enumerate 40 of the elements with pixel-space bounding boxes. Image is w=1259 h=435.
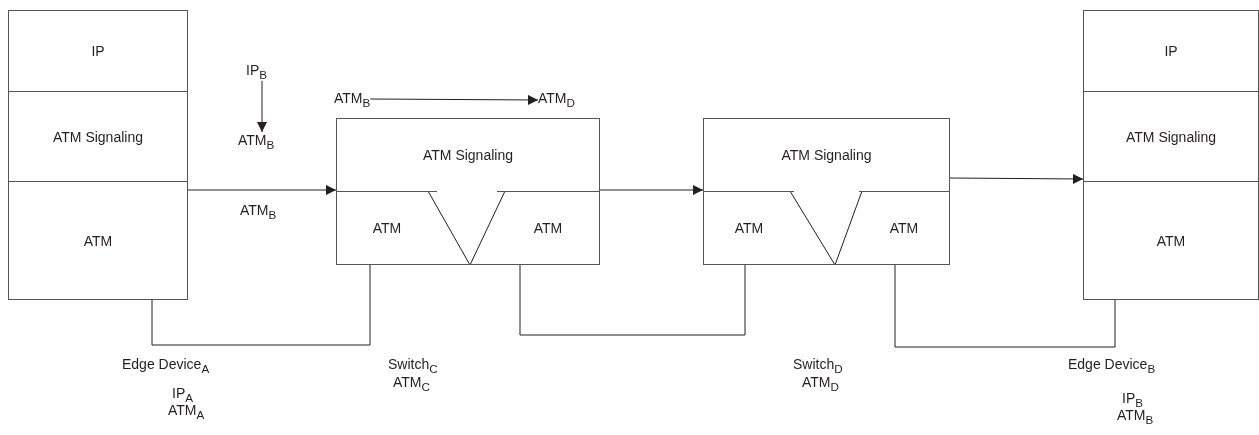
caption-label: Switch$_{C}$ xyxy=(388,356,438,375)
protocol-label: IP$_{B}$ xyxy=(246,62,267,81)
protocol-layer: ATM Signaling xyxy=(704,119,949,191)
caption-label: Edge Device$_{A}$ xyxy=(122,356,210,375)
protocol-layer: ATM xyxy=(337,191,437,264)
protocol-stack-box xyxy=(8,10,188,300)
protocol-layer: ATM xyxy=(859,191,949,264)
caption-label: Edge Device$_{B}$ xyxy=(1068,356,1156,375)
caption-label: ATM$_{D}$ xyxy=(802,374,839,393)
cross-connect-line xyxy=(789,190,863,266)
protocol-layer: ATM xyxy=(497,191,599,264)
arrow xyxy=(599,185,704,195)
protocol-layer: IP xyxy=(9,11,187,91)
caption-label: ATM$_{B}$ xyxy=(240,202,277,221)
link-line xyxy=(519,264,746,336)
link-line xyxy=(894,264,1116,348)
protocol-layer: ATM Signaling xyxy=(1084,91,1258,181)
protocol-label: ATM$_{B}$ xyxy=(238,132,275,151)
switch-box xyxy=(703,118,950,265)
protocol-layer: ATM Signaling xyxy=(9,91,187,181)
link-line xyxy=(151,264,371,346)
caption-label: IP$_{B}$ xyxy=(1122,390,1143,409)
caption-label: ATM$_{B}$ xyxy=(1117,407,1154,426)
switch-box xyxy=(336,118,600,265)
cross-connect-line xyxy=(427,190,506,266)
arrow xyxy=(257,80,267,133)
arrow xyxy=(187,185,337,195)
protocol-layer: IP xyxy=(1084,11,1258,91)
caption-label: Switch$_{D}$ xyxy=(793,356,843,375)
protocol-stack-box xyxy=(1083,10,1259,300)
caption-label: IP$_{A}$ xyxy=(172,385,193,404)
caption-label: ATM$_{C}$ xyxy=(393,374,430,393)
protocol-label: ATM$_{B}$ xyxy=(334,90,371,109)
protocol-layer: ATM xyxy=(704,191,794,264)
protocol-layer: ATM xyxy=(1084,181,1258,299)
protocol-layer: ATM xyxy=(9,181,187,299)
caption-label: ATM$_{A}$ xyxy=(168,402,205,421)
arrow xyxy=(949,173,1084,184)
protocol-label: ATM$_{D}$ xyxy=(538,90,575,109)
protocol-layer: ATM Signaling xyxy=(337,119,599,191)
